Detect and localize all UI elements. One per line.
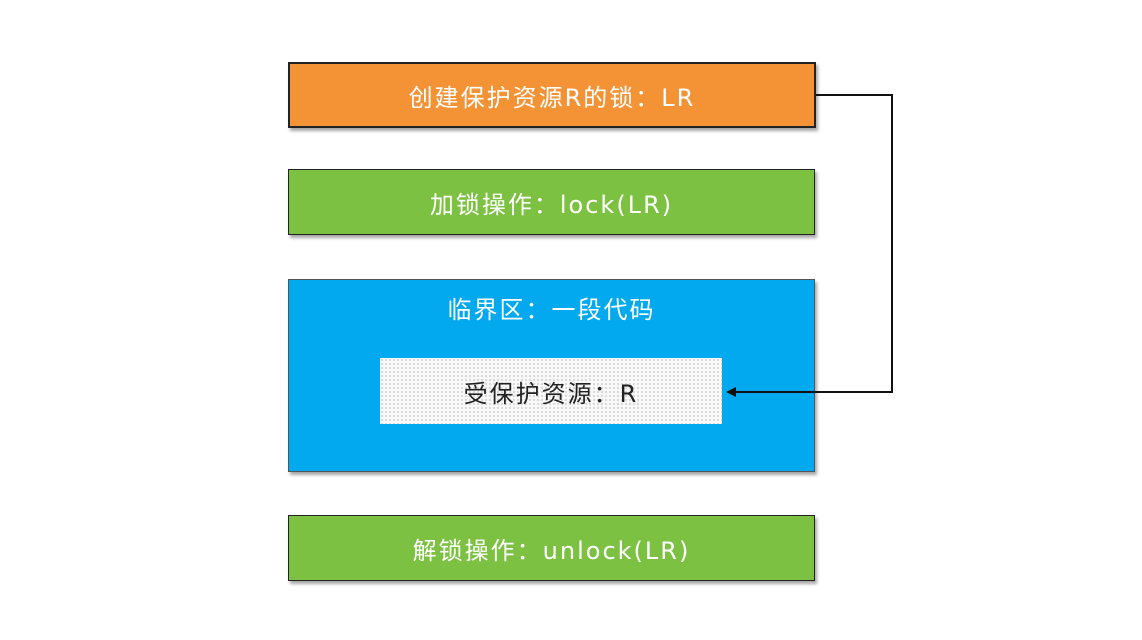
lock-operation-label: 加锁操作：lock(LR) (429, 190, 674, 219)
critical-section-box: 临界区：一段代码 (288, 279, 815, 472)
lock-operation-box: 加锁操作：lock(LR) (288, 169, 815, 235)
critical-section-title: 临界区：一段代码 (447, 296, 656, 324)
protected-resource-label: 受保护资源：R (463, 379, 639, 408)
unlock-operation-label: 解锁操作：unlock(LR) (412, 536, 691, 565)
protected-resource-box: 受保护资源：R (380, 358, 722, 424)
create-lock-label: 创建保护资源R的锁：LR (408, 83, 696, 112)
unlock-operation-box: 解锁操作：unlock(LR) (288, 515, 815, 581)
create-lock-box: 创建保护资源R的锁：LR (288, 62, 816, 128)
